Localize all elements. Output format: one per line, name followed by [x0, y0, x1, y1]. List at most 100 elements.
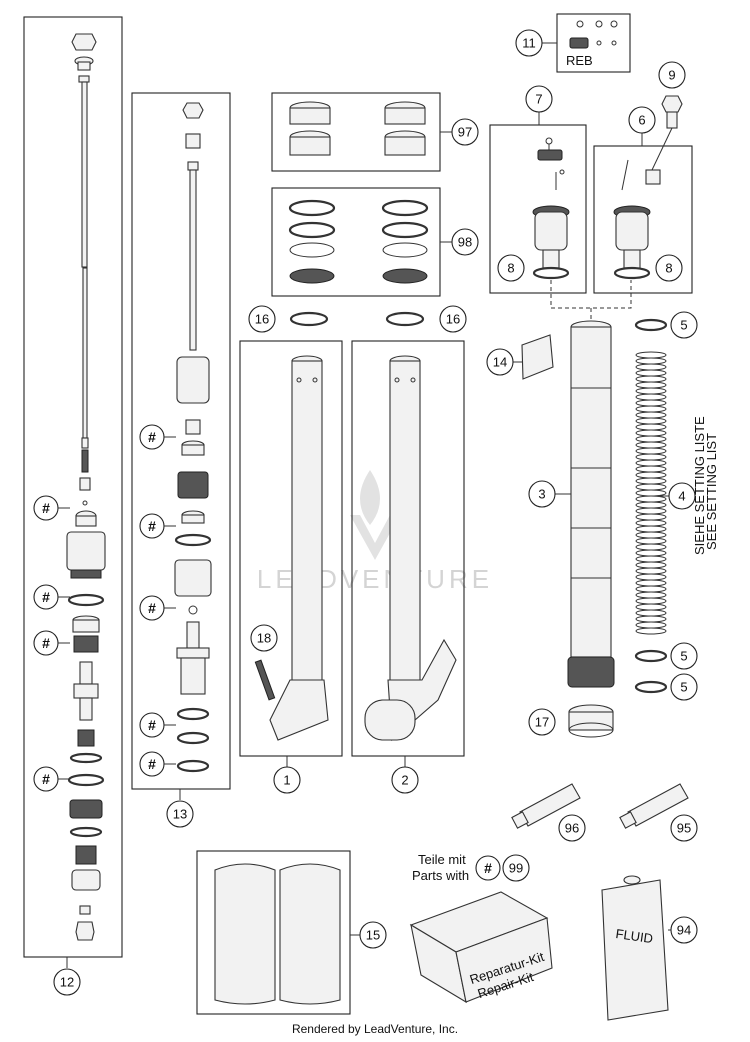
outer-tube-left: [254, 355, 329, 741]
callout-c18: 18: [250, 624, 278, 652]
box-12: [23, 16, 123, 958]
callout-number: 8: [665, 261, 672, 276]
callout-number: 16: [446, 312, 460, 327]
fluid-label: FLUID: [615, 926, 654, 946]
callout-c12: 12: [53, 968, 81, 996]
bushings: [289, 101, 426, 156]
callout-number: 6: [638, 113, 645, 128]
hash-symbol: #: [148, 756, 156, 772]
callout-number: 8: [507, 261, 514, 276]
callout-number: 11: [522, 36, 536, 51]
callout-number: 98: [458, 235, 472, 250]
callout-number: 2: [401, 773, 408, 788]
hash-symbol: #: [148, 518, 156, 534]
callout-c9: 9: [658, 61, 686, 89]
callout-c4: 4: [668, 482, 696, 510]
callout-c14: 14: [486, 348, 514, 376]
box-6: [593, 145, 693, 294]
hash-symbol: #: [42, 589, 50, 605]
parts-with-line2: Parts with: [412, 868, 469, 883]
callout-c5c: 5: [670, 673, 698, 701]
callout-c1: 1: [273, 766, 301, 794]
sticker-14: [521, 334, 554, 380]
hash-symbol: #: [42, 771, 50, 787]
callout-c11: 11: [515, 29, 543, 57]
callout-number: 1: [283, 773, 290, 788]
callout-c97: 97: [451, 118, 479, 146]
middle-cartridge-parts: [174, 102, 212, 773]
callout-number: 99: [509, 861, 523, 876]
callout-c98: 98: [451, 228, 479, 256]
hash-layer: # # # # # # # # # #: [33, 424, 501, 881]
callout-number: 7: [535, 92, 542, 107]
callout-c5a: 5: [670, 311, 698, 339]
left-cartridge-parts: [66, 33, 106, 941]
inner-tube-3: [567, 320, 615, 688]
footer-credit: Rendered by LeadVenture, Inc.: [292, 1022, 458, 1036]
callout-c16b: 16: [439, 305, 467, 333]
callout-number: 96: [565, 821, 579, 836]
hash-marker: #: [139, 712, 165, 738]
outer-tube-right: [364, 355, 457, 742]
callout-number: 94: [677, 923, 691, 938]
fluid-can: FLUID: [601, 875, 669, 1021]
hash-marker: #: [475, 855, 501, 881]
callout-number: 17: [535, 715, 549, 730]
hash-symbol: #: [148, 600, 156, 616]
callout-c7: 7: [525, 85, 553, 113]
callout-number: 9: [668, 68, 675, 83]
grease-tube-95: [619, 783, 689, 829]
hash-marker: #: [139, 513, 165, 539]
callout-number: 13: [173, 807, 187, 822]
parts-with-line1: Teile mit: [418, 852, 466, 867]
callout-c3: 3: [528, 480, 556, 508]
callout-c94: 94: [670, 916, 698, 944]
callout-c96: 96: [558, 814, 586, 842]
callout-number: 18: [257, 631, 271, 646]
callout-number: 16: [255, 312, 269, 327]
callout-number: 4: [678, 489, 685, 504]
hash-symbol: #: [42, 635, 50, 651]
spring-4: [635, 351, 667, 635]
ring-5-bottom: [634, 680, 668, 694]
callout-c16a: 16: [248, 305, 276, 333]
hash-symbol: #: [484, 860, 492, 876]
seals: [288, 199, 429, 284]
callout-c5b: 5: [670, 642, 698, 670]
hash-symbol: #: [148, 717, 156, 733]
hash-marker: #: [33, 584, 59, 610]
hash-marker: #: [139, 751, 165, 777]
box-1: [239, 340, 343, 757]
reb-parts: [569, 20, 618, 49]
callout-number: 14: [493, 355, 507, 370]
callout-number: 5: [680, 649, 687, 664]
box-2: [351, 340, 465, 757]
ring-16-left: [289, 311, 329, 327]
hash-symbol: #: [42, 500, 50, 516]
cap-assembly-7: [532, 137, 570, 280]
callout-c2: 2: [391, 766, 419, 794]
hash-symbol: #: [148, 429, 156, 445]
callout-c8a: 8: [497, 254, 525, 282]
part-17: [568, 704, 614, 738]
ring-16-right: [385, 311, 425, 327]
callout-c15: 15: [359, 921, 387, 949]
callout-c8b: 8: [655, 254, 683, 282]
ring-5-top: [634, 318, 668, 332]
callout-number: 5: [680, 680, 687, 695]
callout-number: 5: [680, 318, 687, 333]
callout-number: 97: [458, 125, 472, 140]
cap-assembly-6: [613, 95, 683, 280]
callout-c13: 13: [166, 800, 194, 828]
repair-kit-box: Reparatur-Kit Repair-Kit: [409, 891, 553, 1004]
callout-c6: 6: [628, 106, 656, 134]
grease-tube-96: [511, 783, 581, 829]
hash-marker: #: [139, 595, 165, 621]
setting-list-line1: SIEHE SETTING LISTE: [692, 416, 707, 555]
callout-number: 95: [677, 821, 691, 836]
callout-c99: 99: [502, 854, 530, 882]
callout-number: 3: [538, 487, 545, 502]
fork-guards: [214, 863, 341, 1005]
